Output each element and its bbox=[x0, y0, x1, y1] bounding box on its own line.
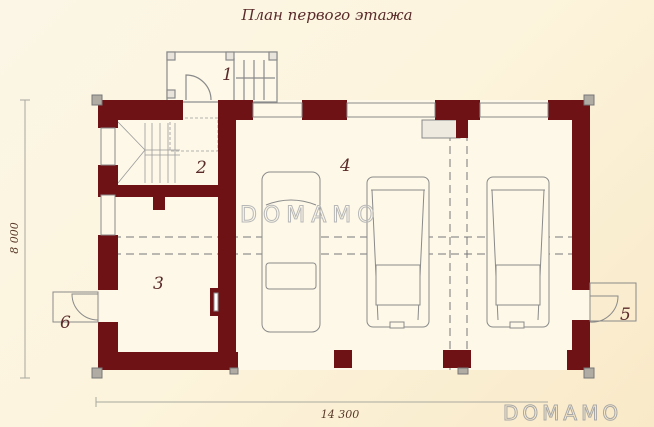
room-label-3: 3 bbox=[153, 274, 164, 294]
car-1 bbox=[261, 171, 321, 333]
windows bbox=[100, 102, 549, 312]
width-dimension: 14 300 bbox=[321, 408, 360, 421]
car-2 bbox=[366, 176, 430, 329]
room-label-6: 6 bbox=[60, 313, 71, 333]
staircase bbox=[117, 117, 219, 184]
watermark-center: DOMAMO bbox=[240, 203, 381, 228]
watermark-corner: DOMAMO bbox=[503, 401, 622, 425]
porch-room-1 bbox=[166, 51, 278, 103]
plan-title: План первого этажа bbox=[241, 6, 413, 24]
room-label-4: 4 bbox=[339, 156, 351, 176]
room-label-5: 5 bbox=[620, 305, 631, 325]
entrance-5 bbox=[589, 282, 637, 323]
dimension-lines bbox=[20, 99, 548, 407]
height-dimension: 8 000 bbox=[8, 222, 21, 254]
entrance-6 bbox=[52, 291, 99, 323]
corner-pilasters bbox=[91, 94, 595, 379]
room-label-1: 1 bbox=[222, 65, 233, 85]
car-3 bbox=[486, 176, 550, 329]
walls bbox=[98, 100, 590, 370]
sink bbox=[421, 119, 461, 139]
room-label-2: 2 bbox=[195, 158, 207, 178]
